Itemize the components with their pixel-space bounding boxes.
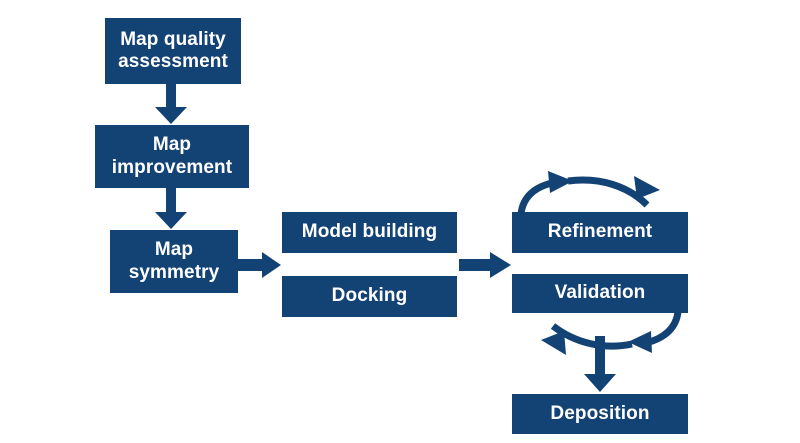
node-map-symmetry-line1: Map — [154, 239, 194, 261]
node-map-quality-assessment[interactable]: Map quality assessment — [105, 18, 241, 84]
connector-build-dock-to-refine-validate — [459, 252, 511, 278]
node-deposition-label: Deposition — [550, 402, 650, 424]
node-map-quality-assessment-line1: Map quality — [120, 28, 226, 50]
connector-cycle-to-deposition — [584, 336, 616, 392]
node-map-quality-assessment-line2: assessment — [118, 51, 228, 72]
node-deposition[interactable]: Deposition — [512, 394, 688, 434]
node-model-building[interactable]: Model building — [282, 212, 457, 253]
node-docking[interactable]: Docking — [282, 276, 457, 317]
node-map-symmetry[interactable]: Map symmetry — [110, 230, 238, 293]
node-validation-label: Validation — [554, 282, 646, 304]
connector-map-symmetry-to-build-dock — [238, 252, 281, 278]
node-map-improvement-line1: Map — [152, 134, 192, 156]
connector-map-improvement-to-map-symmetry — [155, 188, 187, 229]
connector-map-quality-to-map-improvement — [155, 84, 187, 124]
node-docking-label: Docking — [331, 285, 408, 307]
node-refinement[interactable]: Refinement — [512, 212, 688, 253]
node-refinement-label: Refinement — [547, 221, 653, 243]
node-map-symmetry-line2: symmetry — [128, 261, 220, 283]
node-model-building-label: Model building — [301, 221, 438, 243]
node-map-improvement-line2: improvement — [111, 156, 233, 178]
connector-refinement-validation-cycle — [517, 171, 682, 355]
node-map-improvement[interactable]: Map improvement — [95, 125, 249, 188]
node-validation[interactable]: Validation — [512, 274, 688, 313]
